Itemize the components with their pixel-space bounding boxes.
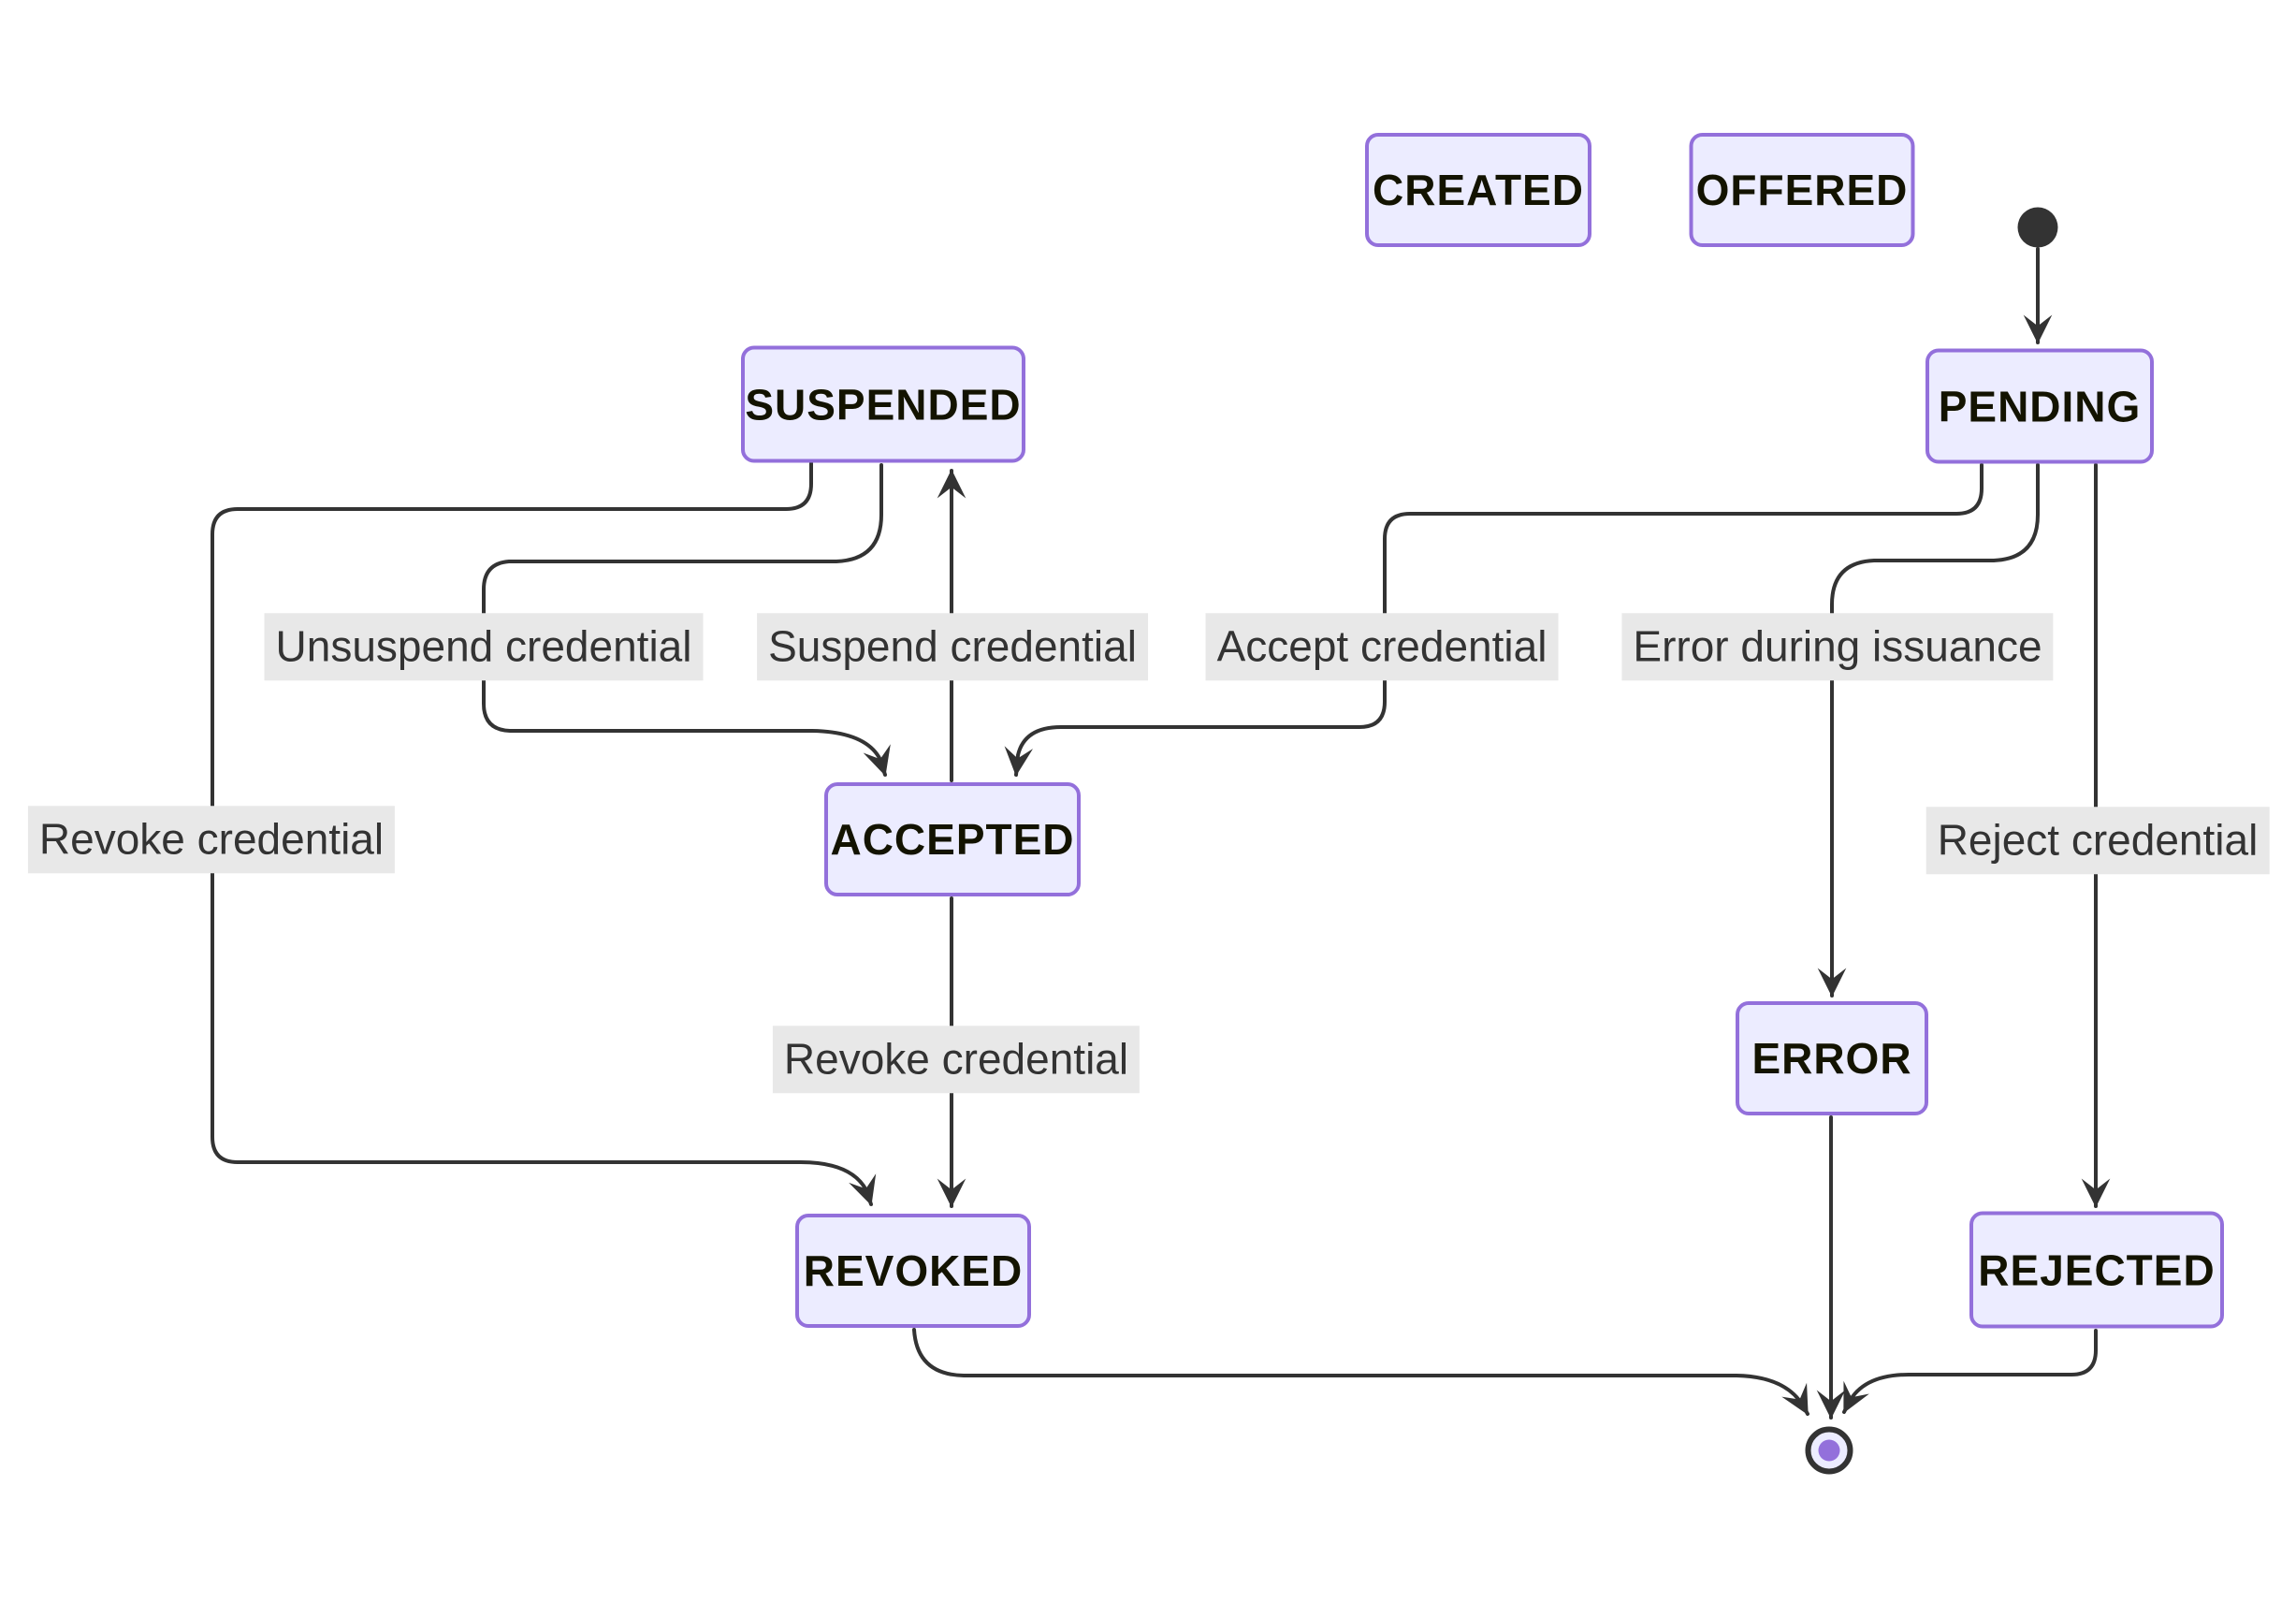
edge-label-suspend-credential: Suspend credential bbox=[757, 613, 1148, 680]
edge-rejected-to-final bbox=[1842, 1329, 2098, 1414]
state-revoked: REVOKED bbox=[795, 1214, 1031, 1328]
state-created: CREATED bbox=[1365, 133, 1591, 247]
edge-label-unsuspend-credential: Unsuspend credential bbox=[264, 613, 704, 680]
edge-label-revoke-credential-mid: Revoke credential bbox=[772, 1026, 1141, 1093]
state-offered-label: OFFERED bbox=[1695, 166, 1909, 214]
state-accepted: ACCEPTED bbox=[824, 782, 1081, 896]
edge-pending-to-accepted bbox=[1004, 463, 1984, 777]
final-state-icon bbox=[1805, 1426, 1853, 1475]
state-revoked-label: REVOKED bbox=[803, 1246, 1024, 1295]
state-pending-label: PENDING bbox=[1938, 382, 2142, 430]
state-rejected: REJECTED bbox=[1969, 1211, 2224, 1329]
edge-label-error-during-issuance: Error during issuance bbox=[1621, 613, 2054, 680]
edge-label-reject-credential: Reject credential bbox=[1925, 807, 2270, 874]
edge-label-revoke-credential-left: Revoke credential bbox=[27, 806, 396, 873]
state-pending: PENDING bbox=[1925, 348, 2154, 464]
edge-revoked-to-final bbox=[912, 1328, 1809, 1416]
state-suspended: SUSPENDED bbox=[741, 345, 1025, 463]
state-error: ERROR bbox=[1736, 1001, 1928, 1115]
state-created-label: CREATED bbox=[1373, 166, 1584, 214]
state-accepted-label: ACCEPTED bbox=[830, 815, 1075, 864]
initial-state-dot bbox=[2017, 207, 2058, 248]
edge-label-accept-credential: Accept credential bbox=[1205, 613, 1559, 680]
state-suspended-label: SUSPENDED bbox=[745, 380, 1022, 429]
edge-pending-to-error bbox=[1817, 463, 2040, 998]
state-offered: OFFERED bbox=[1689, 133, 1915, 247]
edge-suspended-to-revoked bbox=[211, 461, 877, 1206]
state-rejected-label: REJECTED bbox=[1978, 1245, 2216, 1294]
state-error-label: ERROR bbox=[1751, 1034, 1912, 1083]
